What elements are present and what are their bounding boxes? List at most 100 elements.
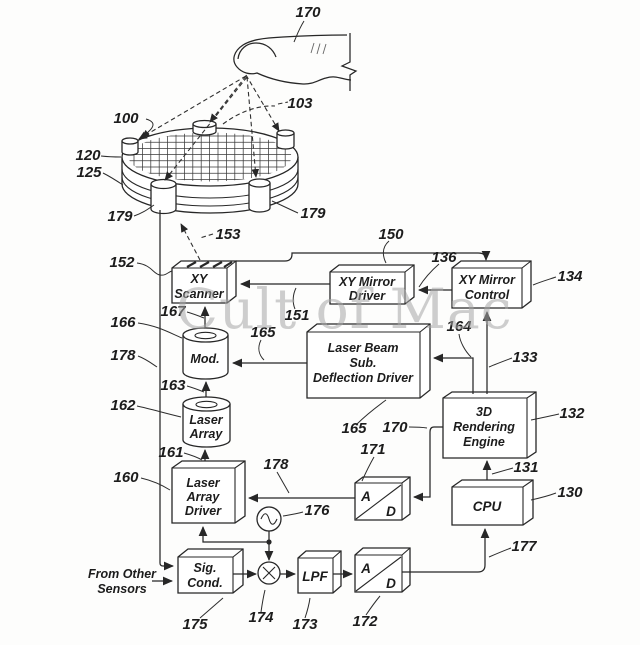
rendering-engine-label-2: Rendering bbox=[453, 420, 515, 434]
touch-surface-device bbox=[121, 119, 299, 215]
ref-deflection-driver: 165 bbox=[341, 420, 367, 437]
rendering-engine-block: 3D Rendering Engine bbox=[442, 391, 537, 459]
from-other-sensors-label-1: From Other bbox=[88, 567, 157, 581]
xy-scanner-block: XY Scanner bbox=[171, 260, 237, 304]
ref-scanner-beam: 153 bbox=[215, 226, 241, 243]
disc-top-surface bbox=[121, 127, 299, 187]
ref-adc-to-cpu: 177 bbox=[511, 538, 537, 555]
beam-fan-arc bbox=[222, 105, 276, 125]
ref-mirror-control: 134 bbox=[557, 268, 583, 285]
sig-cond-block: Sig. Cond. bbox=[177, 548, 244, 594]
lpf-block: LPF bbox=[297, 550, 342, 594]
oscillator-symbol bbox=[256, 506, 282, 532]
ref-engine-to-control: 133 bbox=[512, 349, 538, 366]
ref-driver-to-array: 161 bbox=[158, 444, 183, 461]
scanner-to-control-line bbox=[236, 251, 491, 262]
detector-signal-line bbox=[159, 210, 175, 571]
ref-modulator: 166 bbox=[110, 314, 136, 331]
rim-post-left bbox=[121, 137, 139, 156]
ref-cpu-to-engine: 131 bbox=[513, 459, 538, 476]
sig-cond-label-2: Cond. bbox=[187, 576, 222, 590]
laser-beam-rays bbox=[138, 74, 280, 181]
ref-multiplier: 174 bbox=[248, 609, 274, 626]
xy-mirror-control-label-1: XY Mirror bbox=[458, 273, 516, 287]
signal-lines bbox=[152, 251, 492, 586]
ref-laser-array: 162 bbox=[110, 397, 136, 414]
laser-array-driver-label-2: Array bbox=[186, 490, 221, 504]
disc-rim-line-1 bbox=[121, 168, 299, 199]
laser-array-block: Laser Array bbox=[182, 396, 231, 448]
xy-mirror-driver-block: XY Mirror Driver bbox=[329, 264, 415, 305]
ref-deflection-to-mod: 165 bbox=[250, 324, 276, 341]
cpu-block: CPU bbox=[451, 479, 534, 526]
ref-post-right: 179 bbox=[300, 205, 326, 222]
beam-ray-left-post bbox=[138, 75, 247, 140]
adc-lower-d: D bbox=[386, 576, 396, 591]
sensor-post-front-left bbox=[150, 178, 177, 215]
adc-to-cpu-line bbox=[402, 527, 490, 573]
ref-cpu: 130 bbox=[557, 484, 583, 501]
lpf-label: LPF bbox=[302, 569, 328, 584]
multiplier-symbol bbox=[257, 561, 281, 585]
ref-driver-to-scanner: 151 bbox=[284, 307, 309, 324]
ref-mod-to-scanner: 167 bbox=[160, 303, 186, 320]
ref-array-to-mod: 163 bbox=[160, 377, 186, 394]
modulator-label: Mod. bbox=[190, 352, 219, 366]
ref-scanner: 152 bbox=[109, 254, 135, 271]
ref-oscillator: 176 bbox=[304, 502, 330, 519]
deflection-driver-label-3: Deflection Driver bbox=[313, 371, 414, 385]
scanner-beam-dashed bbox=[180, 223, 201, 261]
adc-upper-block: A D bbox=[354, 476, 411, 521]
sig-cond-label-1: Sig. bbox=[194, 561, 217, 575]
rendering-engine-label-1: 3D bbox=[476, 405, 492, 419]
adc-upper-diagonal bbox=[355, 484, 402, 520]
rim-post-right bbox=[276, 129, 295, 150]
knuckle-creases bbox=[310, 42, 327, 55]
reference-numerals: 170 103 100 120 125 179 179 152 153 150 … bbox=[75, 4, 585, 633]
ref-laser-array-driver: 160 bbox=[113, 469, 139, 486]
beam-ray-front-right bbox=[246, 76, 260, 178]
junction-dot bbox=[266, 539, 272, 545]
laser-array-driver-label-1: Laser bbox=[186, 476, 220, 490]
deflection-driver-label-1: Laser Beam bbox=[328, 341, 399, 355]
ref-engine-to-deflection: 164 bbox=[446, 318, 472, 335]
xy-mirror-control-label-2: Control bbox=[465, 288, 510, 302]
finger bbox=[233, 33, 358, 91]
laser-array-label-2: Array bbox=[189, 427, 224, 441]
adc-upper-a: A bbox=[360, 489, 371, 504]
ref-finger: 170 bbox=[295, 4, 321, 21]
deflection-driver-block: Laser Beam Sub. Deflection Driver bbox=[306, 323, 431, 399]
ref-post-left: 179 bbox=[107, 208, 133, 225]
disc-rim-line-2 bbox=[121, 176, 299, 207]
ref-beam-fan: 103 bbox=[287, 95, 313, 112]
ref-adc-to-laser-driver: 178 bbox=[263, 456, 289, 473]
ref-adc-lower: 172 bbox=[352, 613, 378, 630]
deflection-driver-label-2: Sub. bbox=[349, 356, 376, 370]
adc-lower-diagonal bbox=[355, 556, 402, 592]
ref-rendering-engine: 132 bbox=[559, 405, 585, 422]
ref-adc-upper: 171 bbox=[360, 441, 385, 458]
finger-break-symbol bbox=[340, 33, 358, 91]
ref-control-to-driver: 136 bbox=[431, 249, 457, 266]
rendering-engine-label-3: Engine bbox=[463, 435, 505, 449]
fingernail bbox=[237, 42, 277, 60]
reference-leaders bbox=[100, 20, 560, 619]
engine-to-adc-line bbox=[412, 426, 443, 502]
rim-post-top bbox=[192, 119, 217, 136]
xy-scanner-label-2: Scanner bbox=[174, 287, 224, 301]
adc-lower-a: A bbox=[360, 561, 371, 576]
sensor-grid bbox=[128, 132, 292, 182]
modulator-block: Mod. bbox=[182, 327, 229, 380]
ref-housing: 100 bbox=[113, 110, 139, 127]
xy-mirror-control-block: XY Mirror Control bbox=[451, 260, 532, 309]
finger-outline bbox=[233, 34, 352, 85]
beam-ray-top-post bbox=[209, 75, 247, 123]
beam-ray-right-post bbox=[245, 74, 280, 132]
laser-array-label-1: Laser bbox=[189, 413, 223, 427]
xy-scanner-label-1: XY bbox=[190, 272, 209, 286]
adc-upper-d: D bbox=[386, 504, 396, 519]
ref-mirror-driver: 150 bbox=[378, 226, 404, 243]
from-other-sensors-label-2: Sensors bbox=[97, 582, 146, 596]
scanner-top-hatch bbox=[186, 261, 233, 268]
